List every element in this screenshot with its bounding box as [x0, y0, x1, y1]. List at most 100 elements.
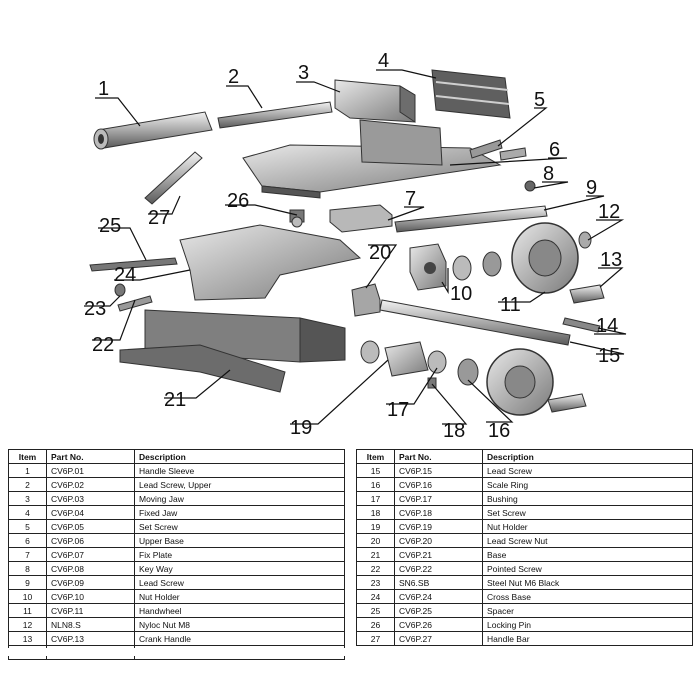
- callout-18: 18: [443, 420, 465, 440]
- table-cutoff-mask: [8, 648, 345, 656]
- callout-13: 13: [600, 249, 622, 271]
- part-crank-lever: [562, 317, 601, 333]
- cell-part-no: NLN8.S: [46, 617, 135, 632]
- callout-11: 11: [500, 294, 521, 316]
- cell-part-no: CV6P.20: [394, 533, 483, 548]
- cell-description: Lead Screw, Upper: [134, 477, 345, 492]
- callout-1: 1: [98, 78, 109, 100]
- cell-part-no: CV6P.07: [46, 547, 135, 562]
- cell-part-no: CV6P.05: [46, 519, 135, 534]
- cell-part-no: CV6P.26: [394, 617, 483, 632]
- cell-item: 22: [356, 561, 395, 576]
- cell-item: 17: [356, 491, 395, 506]
- cell-item: 24: [356, 589, 395, 604]
- cell-item: 1: [8, 463, 47, 478]
- cell-item: 8: [8, 561, 47, 576]
- part-handwheel: [511, 222, 579, 294]
- exploded-parts-diagram: 1 2 3 4 5 6 7 8 9 10 11 12 13 14 15 16 1…: [84, 50, 627, 440]
- cell-item: 18: [356, 505, 395, 520]
- header-description: Description: [134, 449, 345, 464]
- callout-7: 7: [405, 188, 416, 210]
- cell-part-no: CV6P.27: [394, 631, 483, 646]
- part-spacer: [89, 257, 178, 272]
- callout-9: 9: [586, 177, 597, 199]
- cell-part-no: CV6P.15: [394, 463, 483, 478]
- cell-part-no: CV6P.06: [46, 533, 135, 548]
- callout-4: 4: [378, 50, 389, 72]
- cell-description: Spacer: [482, 603, 693, 618]
- cell-description: Key Way: [134, 561, 345, 576]
- part-lead-screw-lower: [379, 299, 571, 346]
- cell-item: 25: [356, 603, 395, 618]
- cell-description: Moving Jaw: [134, 491, 345, 506]
- part-fixed-jaw: [431, 69, 511, 119]
- cell-description: Fix Plate: [134, 547, 345, 562]
- cell-description: Upper Base: [134, 533, 345, 548]
- cell-part-no: CV6P.01: [46, 463, 135, 478]
- callout-17: 17: [387, 399, 409, 421]
- callout-6: 6: [549, 139, 560, 161]
- cell-item: 4: [8, 505, 47, 520]
- cell-part-no: CV6P.22: [394, 561, 483, 576]
- header-item: Item: [356, 449, 395, 464]
- table-header-row: Item Part No. Description: [356, 449, 693, 464]
- part-lead-screw-nut: [351, 283, 381, 317]
- cell-item: 12: [8, 617, 47, 632]
- cell-description: Set Screw: [482, 505, 693, 520]
- callout-3: 3: [298, 62, 309, 84]
- cell-part-no: CV6P.24: [394, 589, 483, 604]
- cell-description: Set Screw: [134, 519, 345, 534]
- part-pointed-screw: [114, 283, 153, 312]
- cell-item: 2: [8, 477, 47, 492]
- part-moving-jaw: [334, 79, 416, 123]
- part-nut-holder: [409, 243, 447, 291]
- callout-26: 26: [227, 190, 249, 212]
- cell-description: Pointed Screw: [482, 561, 693, 576]
- cell-description: Steel Nut M6 Black: [482, 575, 693, 590]
- part-cross-base: [179, 224, 362, 301]
- part-upper-base: [242, 119, 502, 199]
- cell-item: 23: [356, 575, 395, 590]
- callout-22: 22: [92, 334, 114, 356]
- cell-item: 27: [356, 631, 395, 646]
- cell-part-no: CV6P.02: [46, 477, 135, 492]
- header-description: Description: [482, 449, 693, 464]
- cell-item: 9: [8, 575, 47, 590]
- cell-part-no: CV6P.10: [46, 589, 135, 604]
- callout-8: 8: [543, 163, 554, 185]
- part-discs-upper: [452, 251, 502, 281]
- callout-5: 5: [534, 89, 545, 111]
- table-header-row: Item Part No. Description: [8, 449, 345, 464]
- part-nyloc-nut: [578, 231, 592, 249]
- leader-lines: [84, 69, 627, 425]
- cell-item: 7: [8, 547, 47, 562]
- part-key-way: [524, 180, 536, 192]
- cell-item: 6: [8, 533, 47, 548]
- cell-item: 16: [356, 477, 395, 492]
- header-item: Item: [8, 449, 47, 464]
- callout-12: 12: [598, 201, 620, 223]
- part-crank-handle: [569, 284, 605, 304]
- cell-item: 19: [356, 519, 395, 534]
- cell-description: Nyloc Nut M8: [134, 617, 345, 632]
- cell-item: 10: [8, 589, 47, 604]
- part-fix-plate: [329, 204, 393, 233]
